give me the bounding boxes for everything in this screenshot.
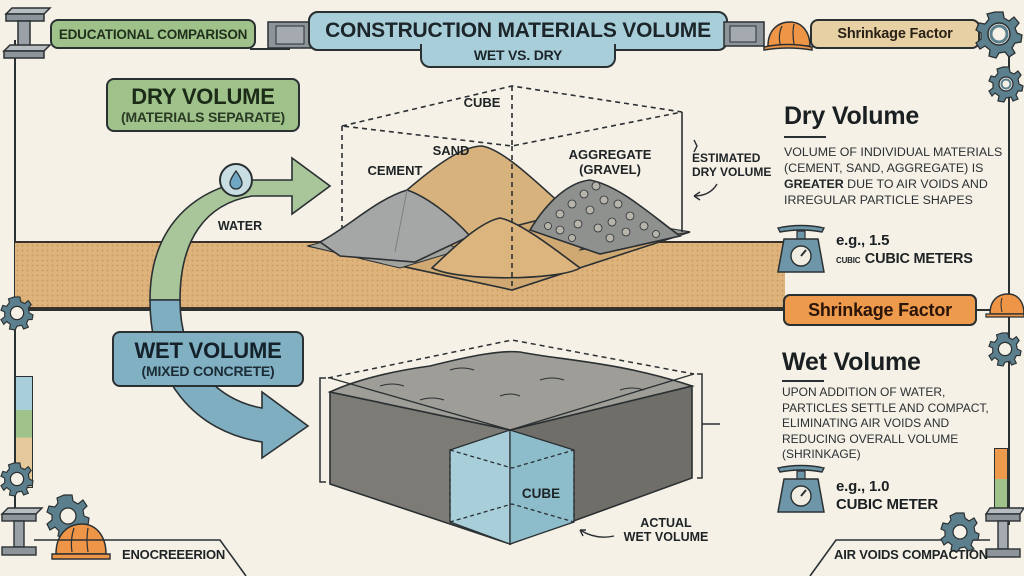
shrinkage-factor-header-tag: Shrinkage Factor <box>810 19 980 49</box>
dry-cube-label: CUBE <box>463 95 501 110</box>
dry-volume-badge: DRY VOLUME (MATERIALS SEPARATE) <box>106 78 300 132</box>
dry-heading-underline <box>784 136 826 138</box>
wet-heading-underline <box>782 380 824 382</box>
page-subtitle: WET VS. DRY <box>473 47 563 63</box>
wet-volume-badge-subtitle: (MIXED CONCRETE) <box>141 362 275 379</box>
aggregate-label-line2: (GRAVEL) <box>579 161 641 177</box>
footer-right-label: AIR VOIDS COMPACTION <box>834 547 988 562</box>
frame-line-top <box>250 48 290 50</box>
dry-volume-heading: Dry Volume <box>784 102 920 130</box>
wet-volume-description: UPON ADDITION OF WATER, PARTICLES SETTLE… <box>782 385 989 462</box>
estimated-dry-volume-line1: ESTIMATED <box>692 151 761 165</box>
wet-volume-badge-title: WET VOLUME <box>134 338 282 364</box>
steel-beam-icon <box>0 507 44 556</box>
wet-example-unit: CUBIC METER <box>836 496 938 513</box>
wet-volume-badge: WET VOLUME (MIXED CONCRETE) <box>112 331 304 387</box>
dry-volume-description: VOLUME OF INDIVIDUAL MATERIALS (CEMENT, … <box>784 145 1003 208</box>
actual-wet-volume-label: ACTUAL WET VOLUME <box>618 516 714 545</box>
educational-comparison-label: EDUCATIONAL COMPARISON <box>58 26 248 42</box>
scale-icon <box>776 464 826 513</box>
gear-icon <box>988 66 1024 103</box>
gear-icon <box>988 332 1022 367</box>
page-title: CONSTRUCTION MATERIALS VOLUME <box>325 19 711 42</box>
concrete-slab-illustration <box>319 339 720 546</box>
aggregate-label-line1: AGGREGATE <box>568 147 652 162</box>
divider-line-right <box>968 309 1008 311</box>
gear-icon <box>975 11 1023 59</box>
sand-label: SAND <box>432 143 470 158</box>
aggregate-label: AGGREGATE (GRAVEL) <box>560 147 660 178</box>
water-drop-icon <box>229 169 243 190</box>
wet-volume-heading: Wet Volume <box>782 348 921 376</box>
water-drop-badge <box>219 163 253 197</box>
estimated-dry-volume-line2: DRY VOLUME <box>692 164 772 179</box>
water-label: WATER <box>217 219 263 233</box>
hard-hat-icon <box>763 21 813 51</box>
hard-hat-icon <box>985 293 1024 318</box>
dry-example-value: e.g., 1.5 <box>836 232 890 249</box>
steel-beam-connector-icon <box>723 21 765 47</box>
cement-label: CEMENT <box>367 163 423 178</box>
steel-beam-icon <box>2 7 52 59</box>
greater-emphasis: GREATER <box>784 177 844 192</box>
gear-icon <box>0 462 34 497</box>
actual-wet-volume-line2: WET VOLUME <box>623 530 709 545</box>
steel-beam-icon <box>984 507 1024 558</box>
frame-line-right <box>1008 55 1010 525</box>
estimated-dry-volume-label: ESTIMATED DRY VOLUME <box>692 151 782 180</box>
subtitle-banner: WET VS. DRY <box>420 44 616 68</box>
educational-comparison-tag: EDUCATIONAL COMPARISON <box>50 19 256 49</box>
shrinkage-factor-tag: Shrinkage Factor <box>783 294 977 326</box>
dry-volume-badge-title: DRY VOLUME <box>131 84 275 110</box>
shrinkage-factor-tag-label: Shrinkage Factor <box>808 299 952 320</box>
shrinkage-factor-header-label: Shrinkage Factor <box>837 26 953 42</box>
actual-wet-volume-line1: ACTUAL <box>640 516 692 530</box>
gear-icon <box>0 296 34 331</box>
dry-example-unit: CUBIC CUBIC METERS <box>836 251 973 267</box>
footer-left-label: ENOCREEERION <box>122 547 226 562</box>
wet-cube-label: CUBE <box>521 486 561 501</box>
wet-example-value: e.g., 1.0 <box>836 478 890 495</box>
divider-line <box>14 309 784 311</box>
sand-ground-strip <box>15 241 785 309</box>
dry-volume-badge-subtitle: (MATERIALS SEPARATE) <box>121 108 285 125</box>
gear-icon <box>940 512 980 553</box>
title-banner-main: CONSTRUCTION MATERIALS VOLUME <box>308 11 728 51</box>
dry-materials-piles <box>306 85 718 291</box>
scale-icon <box>776 224 826 273</box>
